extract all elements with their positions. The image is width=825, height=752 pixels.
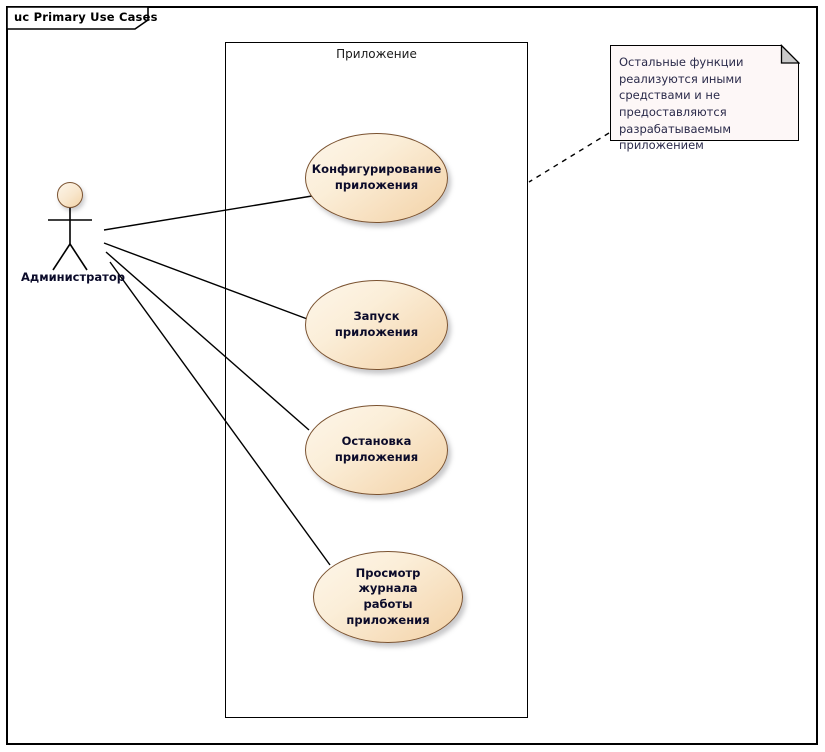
use-case-start[interactable]: Запуск приложения xyxy=(305,280,448,370)
use-case-view-log-label: Просмотр журнала работы приложения xyxy=(346,565,430,627)
system-boundary[interactable] xyxy=(225,42,528,718)
use-case-stop-label: Остановка приложения xyxy=(334,434,419,464)
note-fold-icon xyxy=(780,44,800,64)
actor-body-icon xyxy=(48,208,92,271)
use-case-view-log[interactable]: Просмотр журнала работы приложения xyxy=(313,551,463,643)
use-case-configure-label: Конфигурирование приложения xyxy=(311,162,442,192)
note-text: Остальные функции реализуются иными сред… xyxy=(619,55,744,153)
actor-label: Администратор xyxy=(21,270,125,284)
system-boundary-title: Приложение xyxy=(336,47,417,61)
use-case-configure[interactable]: Конфигурирование приложения xyxy=(305,133,448,223)
actor-head-icon xyxy=(57,182,83,208)
frame-tab: uc Primary Use Cases xyxy=(6,6,184,28)
note-body xyxy=(610,45,799,141)
use-case-stop[interactable]: Остановка приложения xyxy=(305,405,448,495)
frame-tab-label: uc Primary Use Cases xyxy=(14,10,158,24)
note-comment[interactable]: Остальные функции реализуются иными сред… xyxy=(610,44,800,152)
diagram-frame xyxy=(6,6,818,745)
use-case-start-label: Запуск приложения xyxy=(334,309,419,339)
actor-administrator[interactable]: Администратор xyxy=(21,182,125,284)
